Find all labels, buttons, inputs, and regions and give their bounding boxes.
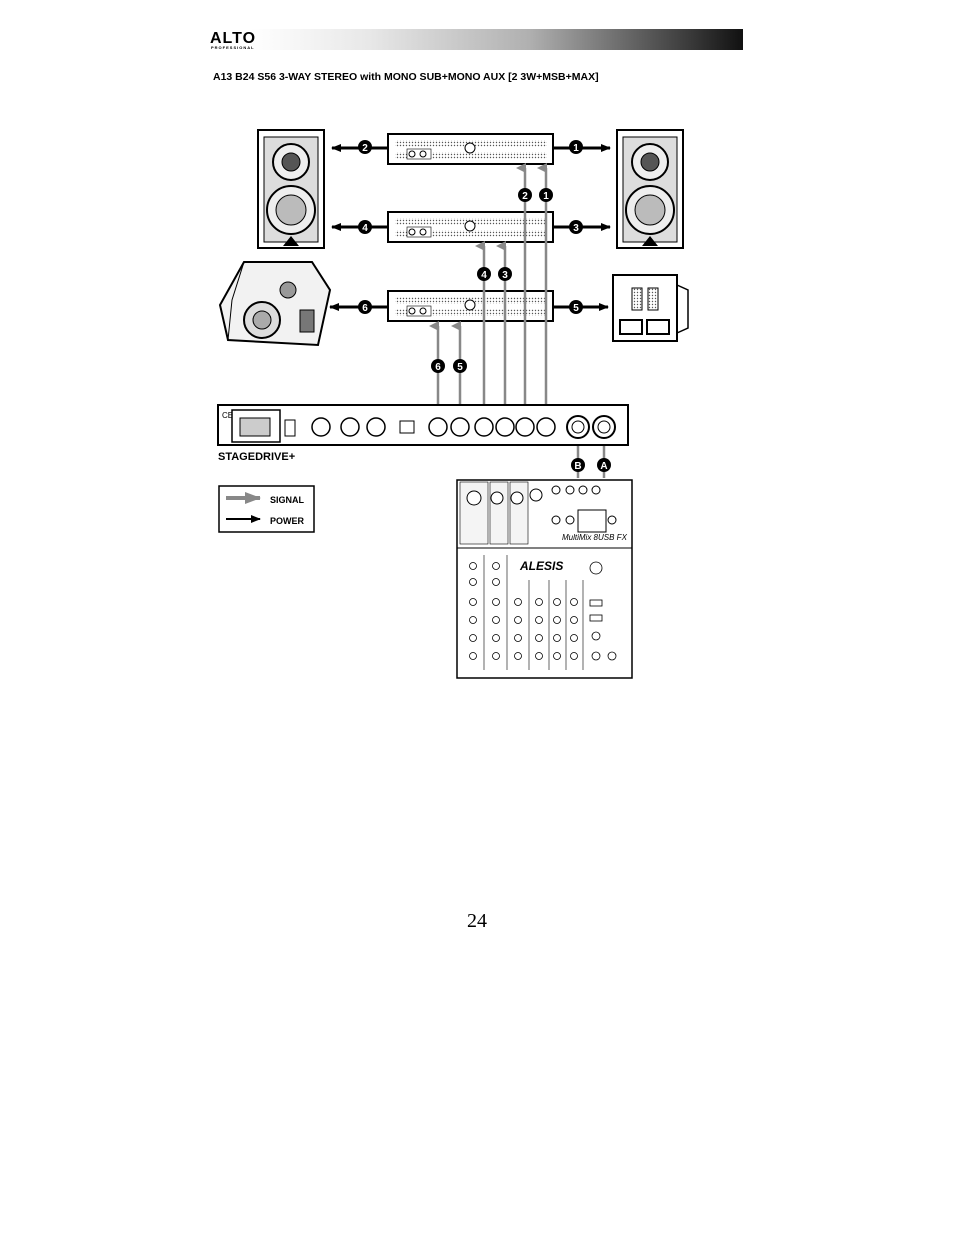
callout-signal-1: 1 [539,188,553,202]
output-2-port [515,417,535,437]
output-1-port [536,417,556,437]
brand-logo: ALTO [210,30,257,47]
callout-signal-6: 6 [431,359,445,373]
subwoofer-speaker [612,274,689,342]
xlr-port [366,417,386,437]
svg-text:A: A [600,461,607,472]
output-4-port [474,417,494,437]
svg-text:4: 4 [362,223,368,234]
svg-text:1: 1 [543,191,549,202]
callout-power-1: 1 [569,140,583,154]
callout-signal-2: 2 [518,188,532,202]
mixer-model: MultiMix 8USB FX [562,533,628,542]
device-name: STAGEDRIVE+ [218,451,295,463]
output-5-port [450,417,470,437]
svg-text:6: 6 [435,362,441,373]
xlr-port [340,417,360,437]
output-3-port [495,417,515,437]
brand-logo-subtext: PROFESSIONAL [211,45,255,50]
legend-signal-label: SIGNAL [270,495,305,505]
svg-text:2: 2 [522,191,528,202]
svg-text:3: 3 [573,223,579,234]
callout-power-3: 3 [569,220,583,234]
legend: SIGNAL POWER [218,485,315,533]
svg-text:1: 1 [573,143,579,154]
page-title: A13 B24 S56 3-WAY STEREO with MONO SUB+M… [213,71,599,83]
callout-signal-4: 4 [477,267,491,281]
svg-text:2: 2 [362,143,368,154]
callout-signal-3: 3 [498,267,512,281]
stage-monitor-speaker [218,261,332,347]
amplifier-3 [387,290,554,322]
svg-text:CE: CE [222,411,233,420]
header-bar [208,29,743,50]
callout-input-a: A [597,458,611,472]
amplifier-1 [387,133,554,165]
speaker-left-top [257,129,325,249]
stagedrive-rear-panel: CE [217,404,629,446]
svg-text:3: 3 [502,270,508,281]
callout-power-6: 6 [358,300,372,314]
power-switch [284,419,296,437]
callout-power-2: 2 [358,140,372,154]
callout-power-4: 4 [358,220,372,234]
svg-text:6: 6 [362,303,368,314]
usb-port [399,420,415,434]
callout-signal-5: 5 [453,359,467,373]
callout-power-5: 5 [569,300,583,314]
svg-text:4: 4 [481,270,487,281]
svg-text:5: 5 [573,303,579,314]
mixer-brand: ALESIS [519,559,563,573]
callout-input-b: B [571,458,585,472]
output-6-port [428,417,448,437]
svg-text:B: B [574,461,581,472]
amplifier-2 [387,211,554,243]
speaker-right-top [616,129,684,249]
legend-power-label: POWER [270,516,305,526]
xlr-port [311,417,331,437]
svg-text:5: 5 [457,362,463,373]
page-number: 24 [467,910,487,932]
mixer: MultiMix 8USB FX ALESIS [456,479,633,679]
